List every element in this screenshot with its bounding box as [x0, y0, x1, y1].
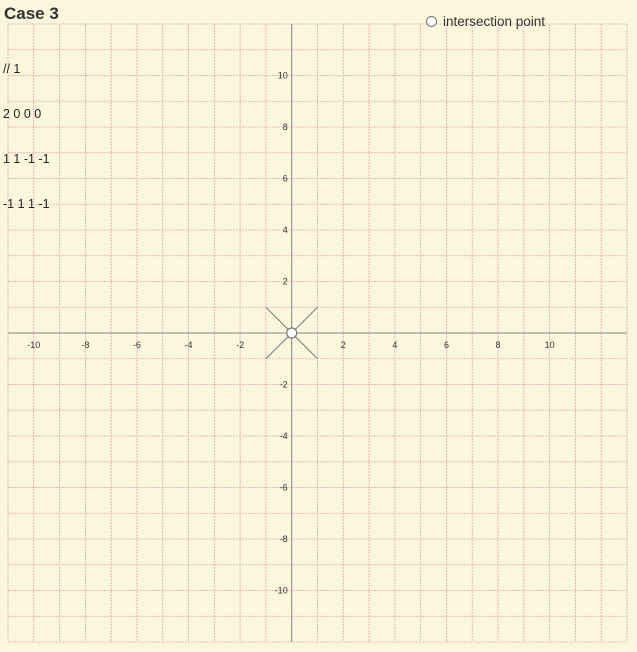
intersection-point [286, 327, 298, 339]
x-tick-label: -6 [133, 340, 141, 350]
y-tick-label: 2 [283, 277, 288, 287]
legend-marker-icon [426, 16, 437, 27]
x-tick-label: 8 [496, 340, 501, 350]
case-title: Case 3 [4, 4, 59, 23]
x-tick-label: 2 [341, 340, 346, 350]
input-lines: // 1 2 0 0 0 1 1 -1 -1 -1 1 1 -1 [3, 32, 50, 227]
x-tick-label: 4 [392, 340, 397, 350]
x-tick-label: 6 [444, 340, 449, 350]
x-tick-label: 10 [545, 340, 555, 350]
y-tick-label: -2 [280, 380, 288, 390]
input-line: 2 0 0 0 [3, 107, 42, 121]
legend: intersection point [426, 14, 545, 29]
points [286, 327, 298, 339]
input-line: // 1 [3, 62, 21, 76]
legend-label: intersection point [443, 14, 546, 29]
y-tick-label: 8 [283, 122, 288, 132]
x-tick-label: -8 [81, 340, 89, 350]
x-tick-label: -2 [236, 340, 244, 350]
y-tick-label: -4 [280, 431, 288, 441]
y-tick-label: -6 [280, 483, 288, 493]
input-line: -1 1 1 -1 [3, 197, 50, 211]
y-tick-label: -8 [280, 534, 288, 544]
y-tick-label: 4 [283, 225, 288, 235]
x-tick-label: -4 [185, 340, 193, 350]
tick-labels: -10 -8 -6 -4 -2 2 4 6 8 10 10 8 6 4 2 -2 -4 -6 -8 -10 [27, 71, 554, 596]
x-tick-label: -10 [27, 340, 40, 350]
y-tick-label: 10 [278, 71, 288, 81]
input-line: 1 1 -1 -1 [3, 152, 50, 166]
y-tick-label: 6 [283, 174, 288, 184]
y-tick-label: -10 [275, 586, 288, 596]
